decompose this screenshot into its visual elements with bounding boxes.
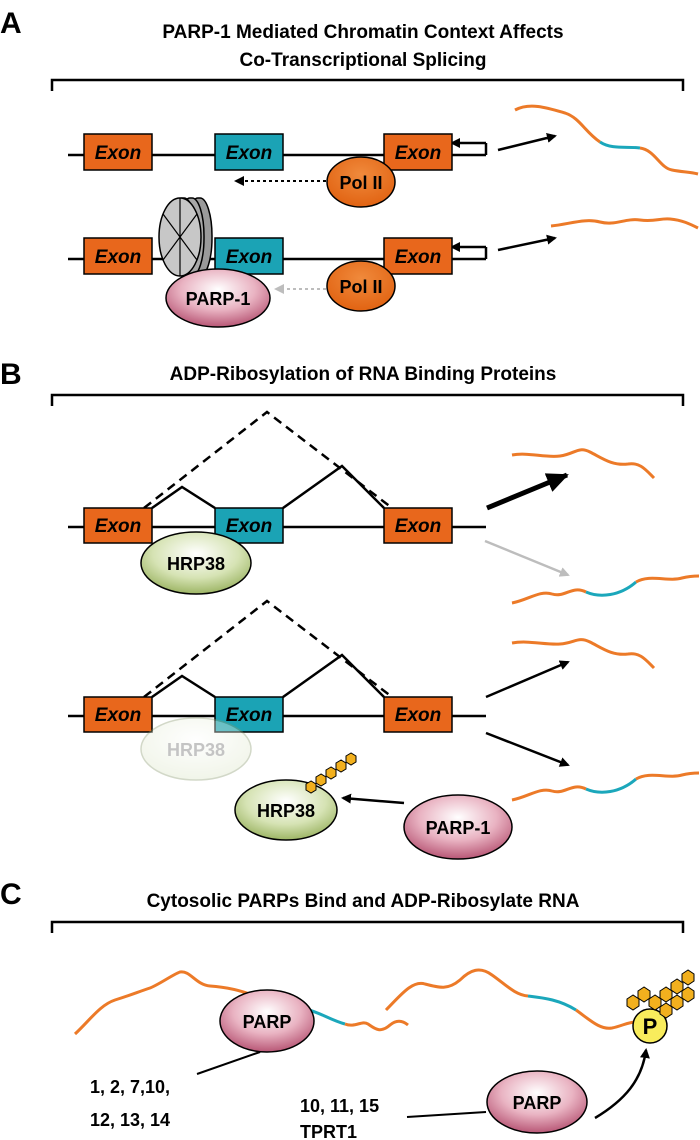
parp-label: PARP xyxy=(243,1012,292,1032)
parp-protein xyxy=(486,1070,588,1134)
parp-list-right-line1: 10, 11, 15 xyxy=(300,1096,379,1116)
rna-skipped xyxy=(511,448,656,480)
exon-label: Exon xyxy=(95,247,141,268)
hrp38-modified-protein xyxy=(234,779,338,841)
parp-list-left-line1: 1, 2, 7,10, xyxy=(90,1077,170,1097)
panel-c-bracket xyxy=(50,920,685,933)
exon-label: Exon xyxy=(395,705,441,726)
pol-ii xyxy=(326,260,396,312)
hrp38-faded-label: HRP38 xyxy=(167,740,225,760)
exon-box xyxy=(83,237,153,275)
rna-strand xyxy=(384,968,529,1012)
exon-skipping-splice xyxy=(143,410,393,509)
exon-box xyxy=(383,133,453,171)
rna-strand xyxy=(344,1019,409,1032)
exon-box xyxy=(214,237,284,275)
rna-included-exon xyxy=(585,777,637,794)
phosphate-icon xyxy=(632,1008,668,1044)
nucleosome-icon xyxy=(158,197,213,277)
splice-junction xyxy=(282,464,385,510)
minor-isoform-arrow xyxy=(484,539,570,577)
rna-strand xyxy=(511,588,587,605)
rna-right xyxy=(384,968,637,1030)
output-arrow xyxy=(485,731,570,767)
panel-a-bracket xyxy=(50,78,685,91)
major-isoform-arrow xyxy=(486,472,569,511)
rna-teal-segment xyxy=(527,994,577,1012)
exon-label: Exon xyxy=(395,516,441,537)
exon-box xyxy=(214,133,284,171)
parp-list-right-line2: TPRT1 xyxy=(300,1122,357,1140)
panel-c-letter: C xyxy=(0,878,22,911)
adp-ribose-branched-icon xyxy=(626,969,695,1019)
exon-label: Exon xyxy=(95,143,141,164)
hrp38-protein xyxy=(140,531,252,595)
rna-strand xyxy=(511,785,587,802)
rna-skipped xyxy=(511,638,656,670)
output-arrow xyxy=(497,234,557,252)
modification-arrow xyxy=(341,793,405,805)
parp-1-label: PARP-1 xyxy=(426,818,491,838)
parp-label: PARP xyxy=(513,1093,562,1113)
panel-a-letter: A xyxy=(0,7,22,40)
gene-a1: Exon Exon Exon Pol II xyxy=(68,104,699,208)
panel-c-title: Cytosolic PARPs Bind and ADP-Ribosylate … xyxy=(147,891,580,912)
exon-label: Exon xyxy=(395,247,441,268)
exon-box xyxy=(83,133,153,171)
rna-included-exon xyxy=(585,580,637,597)
pol-ii-label: Pol II xyxy=(339,173,382,193)
exon-box xyxy=(83,696,153,733)
rna-strand xyxy=(639,146,699,176)
panel-a-title-line2: Co-Transcriptional Splicing xyxy=(239,50,486,71)
output-arrow xyxy=(497,133,557,152)
exon-label: Exon xyxy=(95,516,141,537)
gene-b1: Exon Exon Exon HRP38 xyxy=(68,410,700,605)
parp-1-protein xyxy=(165,268,271,328)
rna-strand xyxy=(635,771,700,781)
panel-a-title-line1: PARP-1 Mediated Chromatin Context Affect… xyxy=(162,22,563,43)
exon-label: Exon xyxy=(395,143,441,164)
rna-included-exon xyxy=(599,140,641,150)
hrp38-released: HRP38 xyxy=(140,717,252,781)
rna-strand xyxy=(635,574,700,584)
panel-b-title: ADP-Ribosylation of RNA Binding Proteins xyxy=(170,364,557,385)
gene-a2: Exon Exon Exon PARP-1 Pol II xyxy=(68,197,699,328)
exon-label: Exon xyxy=(226,705,272,726)
rna-strand xyxy=(514,104,601,144)
hrp38-modified-label: HRP38 xyxy=(257,801,315,821)
splice-junction xyxy=(151,485,216,510)
exon-skipping-splice xyxy=(143,599,393,698)
rna-strand xyxy=(575,1008,637,1030)
gene-b2: Exon Exon Exon HRP38 HRP38 PARP-1 xyxy=(68,599,700,860)
pol-ii xyxy=(326,156,396,208)
splice-junction xyxy=(151,674,216,699)
phosphate-label: P xyxy=(643,1014,658,1039)
hrp38-faded-protein xyxy=(140,717,252,781)
pol-ii-label: Pol II xyxy=(339,277,382,297)
parp-list-left-line2: 12, 13, 14 xyxy=(90,1110,170,1130)
exon-label: Exon xyxy=(226,516,272,537)
splice-junction xyxy=(282,653,385,699)
panel-b-bracket xyxy=(50,393,685,406)
parp-protein xyxy=(219,989,315,1053)
panel-b-letter: B xyxy=(0,358,22,391)
output-arrow xyxy=(485,660,570,699)
rna-strand xyxy=(550,217,699,230)
adp-ribose-chain-icon xyxy=(305,752,357,794)
adp-ribosylation-arrow xyxy=(594,1048,650,1120)
exon-box xyxy=(383,507,453,544)
hrp38-label: HRP38 xyxy=(167,554,225,574)
exon-box xyxy=(83,507,153,544)
exon-box xyxy=(383,696,453,733)
exon-box xyxy=(383,237,453,275)
exon-label: Exon xyxy=(226,247,272,268)
exon-label: Exon xyxy=(226,143,272,164)
parp-1-protein xyxy=(403,794,513,860)
pointer-line xyxy=(406,1111,487,1118)
parp-1-label: PARP-1 xyxy=(186,289,251,309)
exon-label: Exon xyxy=(95,705,141,726)
pointer-line xyxy=(196,1051,261,1075)
